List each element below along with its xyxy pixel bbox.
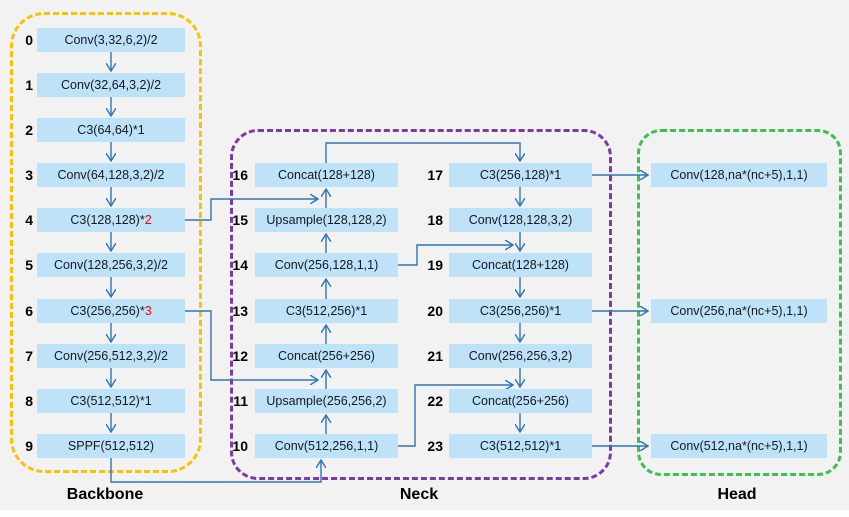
backbone-layer-6-index: 6 [25, 303, 33, 319]
backbone-section-label: Backbone [66, 486, 144, 503]
neck-layer-15-box: Upsample(128,128,2) [255, 208, 398, 232]
backbone-layer-8-index: 8 [25, 393, 33, 409]
backbone-layer-7-box: Conv(256,512,3,2)/2 [37, 344, 185, 368]
backbone-layer-8-box: C3(512,512)*1 [37, 389, 185, 413]
backbone-layer-2-index: 2 [25, 122, 33, 138]
neck-layer-18-index: 18 [427, 212, 443, 228]
neck-layer-23-box: C3(512,512)*1 [449, 434, 592, 458]
neck-layer-15-index: 15 [232, 212, 248, 228]
backbone-region-border [10, 12, 202, 473]
neck-layer-11-box: Upsample(256,256,2) [255, 389, 398, 413]
neck-layer-22-index: 22 [427, 393, 443, 409]
neck-layer-21-index: 21 [427, 348, 443, 364]
backbone-layer-3-box: Conv(64,128,3,2)/2 [37, 163, 185, 187]
neck-layer-22-box: Concat(256+256) [449, 389, 592, 413]
backbone-layer-6-box: C3(256,256)*3 [37, 299, 185, 323]
backbone-layer-3-index: 3 [25, 167, 33, 183]
backbone-layer-9-box: SPPF(512,512) [37, 434, 185, 458]
backbone-layer-7-index: 7 [25, 348, 33, 364]
backbone-layer-4-index: 4 [25, 212, 33, 228]
neck-region-border [230, 129, 612, 480]
neck-layer-13-box: C3(512,256)*1 [255, 299, 398, 323]
neck-layer-12-index: 12 [232, 348, 248, 364]
neck-layer-18-box: Conv(128,128,3,2) [449, 208, 592, 232]
head-output-p4-box: Conv(256,na*(nc+5),1,1) [651, 299, 827, 323]
head-region-border [637, 129, 842, 476]
neck-layer-10-box: Conv(512,256,1,1) [255, 434, 398, 458]
neck-layer-23-index: 23 [427, 438, 443, 454]
neck-layer-20-box: C3(256,256)*1 [449, 299, 592, 323]
backbone-layer-1-index: 1 [25, 77, 33, 93]
neck-layer-13-index: 13 [232, 303, 248, 319]
bottom-margin-strip [0, 510, 849, 517]
backbone-layer-0-box: Conv(3,32,6,2)/2 [37, 28, 185, 52]
backbone-layer-2-box: C3(64,64)*1 [37, 118, 185, 142]
neck-layer-10-index: 10 [232, 438, 248, 454]
neck-layer-19-index: 19 [427, 257, 443, 273]
backbone-layer-4-box: C3(128,128)*2 [37, 208, 185, 232]
backbone-layer-0-index: 0 [25, 32, 33, 48]
neck-section-label: Neck [399, 486, 439, 503]
backbone-layer-5-index: 5 [25, 257, 33, 273]
neck-layer-14-box: Conv(256,128,1,1) [255, 253, 398, 277]
neck-layer-20-index: 20 [427, 303, 443, 319]
neck-layer-21-box: Conv(256,256,3,2) [449, 344, 592, 368]
neck-layer-17-index: 17 [427, 167, 443, 183]
head-section-label: Head [717, 486, 757, 503]
backbone-layer-5-box: Conv(128,256,3,2)/2 [37, 253, 185, 277]
neck-layer-16-index: 16 [232, 167, 248, 183]
neck-layer-19-box: Concat(128+128) [449, 253, 592, 277]
neck-layer-14-index: 14 [232, 257, 248, 273]
head-output-p5-box: Conv(512,na*(nc+5),1,1) [651, 434, 827, 458]
neck-layer-17-box: C3(256,128)*1 [449, 163, 592, 187]
head-output-p3-box: Conv(128,na*(nc+5),1,1) [651, 163, 827, 187]
backbone-layer-9-index: 9 [25, 438, 33, 454]
backbone-layer-1-box: Conv(32,64,3,2)/2 [37, 73, 185, 97]
neck-layer-11-index: 11 [233, 393, 248, 409]
neck-layer-16-box: Concat(128+128) [255, 163, 398, 187]
neck-layer-12-box: Concat(256+256) [255, 344, 398, 368]
